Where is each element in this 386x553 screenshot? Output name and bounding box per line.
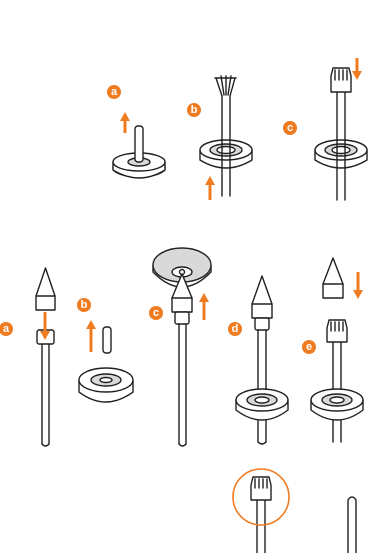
step-label-e: e: [306, 341, 312, 353]
pin: [135, 126, 143, 162]
step-label-d: d: [232, 323, 239, 335]
mid-step-b: b: [77, 298, 133, 402]
step-label-a: a: [3, 323, 10, 335]
arrow-up-icon: [86, 320, 96, 352]
cone-tip-icon: [323, 258, 343, 298]
step-label-b: b: [81, 299, 88, 311]
mid-step-c: c: [149, 248, 211, 446]
cable-wires: [216, 76, 235, 96]
step-label-b: b: [191, 104, 198, 116]
arrow-down-icon: [352, 58, 362, 80]
arrow-up-icon: [205, 176, 215, 200]
mid-step-d: d: [228, 276, 288, 444]
step-label-c: c: [287, 122, 293, 134]
pin: [103, 327, 111, 353]
cable-plug-icon: [327, 320, 347, 342]
mid-step-e: e: [302, 258, 363, 442]
top-step-c: c: [283, 58, 367, 200]
bottom-detail-plug: [233, 469, 289, 553]
top-step-a: a: [107, 85, 165, 178]
cable-plug-icon: [251, 477, 271, 500]
step-label-c: c: [153, 307, 159, 319]
arrow-down-icon: [353, 272, 363, 299]
arrow-up-icon: [120, 112, 130, 133]
mid-step-a: a: [0, 268, 55, 446]
cone-tip-icon: [252, 276, 272, 318]
bottom-detail-rod: [348, 497, 356, 553]
step-label-a: a: [111, 86, 118, 98]
cable-plug-icon: [331, 68, 351, 92]
rod: [348, 497, 356, 553]
cone-tip-icon: [36, 268, 55, 310]
top-step-b: b: [187, 76, 252, 200]
arrow-up-icon: [199, 293, 209, 320]
